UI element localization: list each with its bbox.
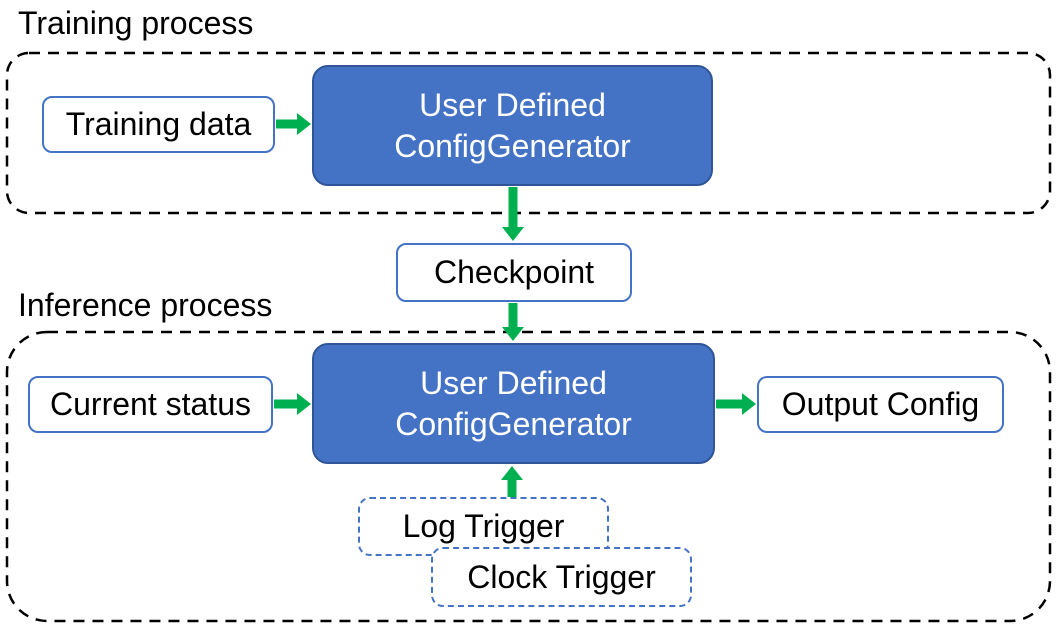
inference-config-generator-box: User Defined ConfigGenerator (312, 343, 715, 464)
current-status-box: Current status (28, 376, 273, 433)
arrow-current-status-to-generator (274, 393, 311, 415)
training-data-box: Training data (42, 96, 275, 153)
clock-trigger-label: Clock Trigger (467, 558, 656, 595)
checkpoint-label: Checkpoint (433, 254, 595, 290)
training-process-container (5, 51, 1052, 215)
inference-config-generator-label-line2: ConfigGenerator (395, 405, 632, 442)
training-config-generator-label-line1: User Defined (419, 86, 606, 123)
log-trigger-label: Log Trigger (402, 508, 565, 544)
clock-trigger-box: Clock Trigger (431, 547, 692, 607)
training-config-generator-box: User Defined ConfigGenerator (312, 65, 713, 186)
inference-config-generator-label-line1: User Defined (420, 364, 607, 401)
arrow-generator-to-output-config (716, 393, 756, 415)
arrow-checkpoint-to-generator (502, 303, 524, 341)
training-data-label: Training data (65, 106, 252, 142)
training-config-generator-label-line2: ConfigGenerator (394, 127, 631, 164)
inference-process-title: Inference process (18, 287, 273, 323)
arrow-generator-to-checkpoint (502, 187, 524, 241)
output-config-box: Output Config (757, 376, 1004, 433)
inference-process-container (5, 330, 1052, 623)
arrow-training-data-to-generator (276, 113, 311, 135)
training-process-title: Training process (18, 5, 254, 41)
arrow-triggers-to-generator (501, 466, 523, 497)
current-status-label: Current status (50, 386, 251, 422)
output-config-label: Output Config (781, 386, 980, 422)
checkpoint-box: Checkpoint (396, 243, 632, 302)
